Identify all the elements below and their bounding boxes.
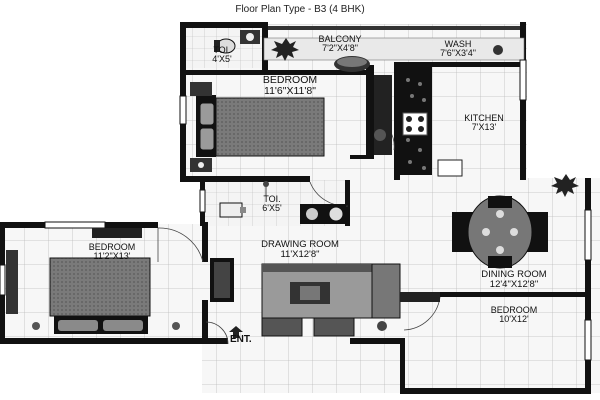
entrance-arrow-icon — [229, 326, 243, 338]
wardrobe-knob — [374, 129, 386, 141]
balcony-seat — [334, 56, 370, 72]
toilet1-label: TOI.4'X5' — [212, 45, 232, 65]
right-bedroom-wardrobe — [400, 292, 440, 302]
master-wardrobe — [374, 75, 392, 155]
kitchen-counter — [400, 67, 463, 177]
toilet1-fixtures — [214, 30, 260, 54]
wash-fixture — [493, 45, 503, 55]
plan-title: Floor Plan Type - B3 (4 BHK) — [235, 4, 365, 15]
balcony-railing — [268, 26, 520, 30]
plant-icon — [271, 38, 579, 197]
dining-table — [452, 195, 548, 269]
windows — [0, 59, 592, 361]
sofa-set — [261, 263, 401, 337]
entrance-label: ENT. — [230, 334, 252, 345]
toilet2-label: TOI.6'X5' — [262, 194, 282, 214]
left-bedroom-furniture — [6, 228, 180, 334]
balcony-floor — [263, 37, 525, 61]
master-bed — [190, 82, 325, 172]
toilet2-fixtures — [219, 181, 346, 224]
